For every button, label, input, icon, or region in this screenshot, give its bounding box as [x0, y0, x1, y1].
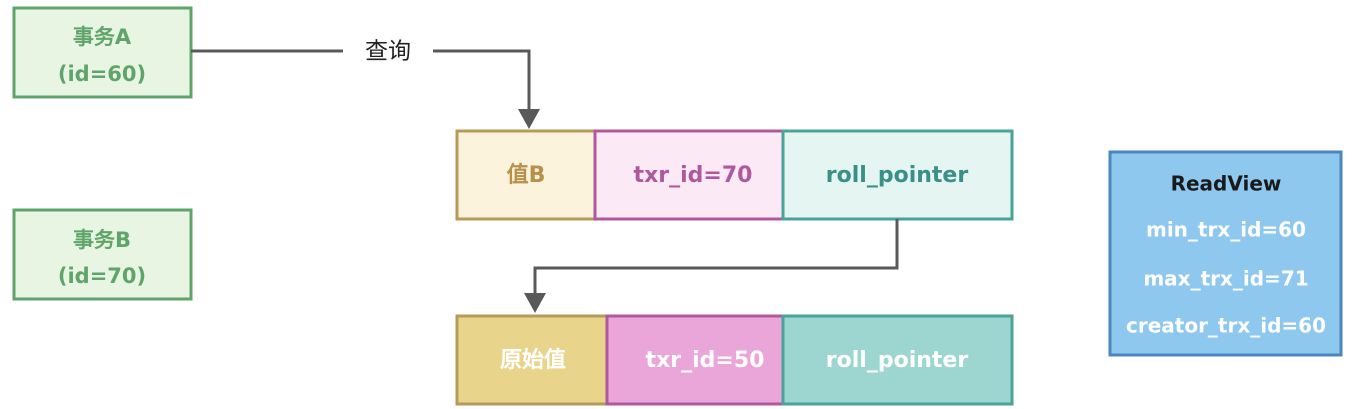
transaction-b-id: (id=70) [58, 264, 146, 288]
transaction-b: 事务B (id=70) [12, 208, 193, 301]
query-arrowhead [518, 109, 540, 129]
read-view-creator-trx-id: creator_trx_id=60 [1126, 314, 1326, 338]
current-value-cell [455, 129, 597, 221]
query-label: 查询 [365, 39, 411, 65]
current-pointer-cell [781, 129, 1014, 221]
current-trx-label: txr_id=70 [634, 163, 753, 188]
transaction-a: 事务A (id=60) [12, 6, 193, 99]
roll-pointer-arrowhead [524, 293, 546, 313]
roll-pointer-line [533, 219, 899, 296]
undo-pointer-cell [781, 314, 1014, 406]
transaction-a-id: (id=60) [58, 62, 146, 86]
current-record: 值B txr_id=70 roll_pointer [455, 129, 1014, 221]
query-line-right [433, 49, 531, 112]
undo-pointer-label: roll_pointer [826, 348, 969, 373]
query-connector: 查询 [191, 39, 540, 129]
read-view: ReadView min_trx_id=60 max_trx_id=71 cre… [1108, 150, 1343, 357]
current-pointer-label: roll_pointer [826, 163, 969, 188]
transaction-a-name: 事务A [73, 25, 132, 49]
undo-record: 原始值 txr_id=50 roll_pointer [455, 314, 1014, 406]
transaction-b-box [12, 208, 193, 301]
read-view-max-trx-id: max_trx_id=71 [1143, 267, 1308, 291]
read-view-min-trx-id: min_trx_id=60 [1146, 218, 1306, 242]
transaction-a-box [12, 6, 193, 99]
undo-value-label: 原始值 [500, 347, 566, 373]
read-view-box [1108, 150, 1343, 357]
transaction-b-name: 事务B [73, 228, 131, 252]
undo-trx-label: txr_id=50 [646, 348, 765, 373]
read-view-title: ReadView [1171, 172, 1282, 196]
roll-pointer-connector [524, 219, 899, 313]
current-value-label: 值B [507, 162, 546, 188]
